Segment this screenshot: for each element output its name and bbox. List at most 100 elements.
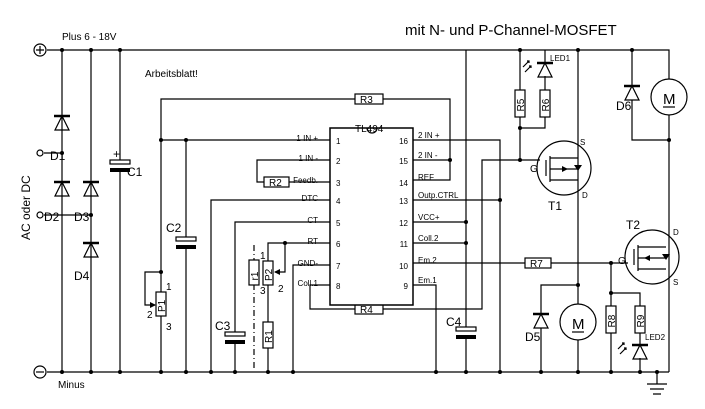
capacitor-c4-plate-neg [456, 335, 476, 339]
junction-dot [159, 370, 163, 374]
ic-pin-number-left: 6 [336, 240, 341, 249]
junction-dot [118, 48, 122, 52]
ic-pin-number-left: 3 [336, 179, 341, 188]
motor-bottom [559, 303, 597, 341]
ic-pin-number-right: 10 [399, 262, 408, 271]
capacitor-c2-plate [175, 236, 197, 242]
capacitor-c2-plate-neg [176, 245, 196, 249]
wire-ct [234, 221, 330, 372]
ic-pin-label-right: REF [418, 173, 434, 182]
capacitor-c3-plate [224, 331, 246, 337]
junction-dot [266, 370, 270, 374]
wire-t2-gate [610, 263, 641, 372]
junction-dot [159, 270, 163, 274]
resistor-r3 [354, 93, 384, 105]
resistor-r3-label: R3 [360, 95, 373, 106]
diode-d2 [54, 180, 70, 197]
ic-pin-label-left: DTC [302, 194, 319, 203]
ic-pin-label-left: CT [307, 216, 318, 225]
wire-gnd [292, 264, 330, 372]
capacitor-c4-plate [455, 326, 477, 332]
junction-dot [448, 158, 452, 162]
p1-pin-1: 1 [166, 282, 172, 293]
junction-dot [464, 370, 468, 374]
wire-1in-plus [144, 139, 330, 372]
diode-d5-label: D5 [525, 330, 541, 344]
ic-pin-number-right: 15 [399, 157, 408, 166]
input-label: AC oder DC [19, 175, 33, 240]
ac-input-terminal-2[interactable] [36, 211, 44, 219]
junction-dot [434, 370, 438, 374]
resistor-r4-label: R4 [360, 305, 373, 316]
ic-pin-label-right: Em.2 [418, 256, 437, 265]
diode-d6-label: D6 [616, 99, 632, 113]
wire-t1-motor [540, 50, 579, 372]
diode-d2-label: D2 [44, 210, 60, 224]
resistor-r9-label: R9 [636, 314, 647, 327]
ac-input-terminal-1[interactable] [36, 149, 44, 157]
resistor-r7-label: R7 [530, 259, 543, 270]
led2 [632, 343, 648, 360]
ic-pin-label-left: 1 IN - [298, 154, 318, 163]
junction-dot [89, 213, 93, 217]
ic-pin-number-left: 2 [336, 157, 341, 166]
ic-pin-label-left: Feedb. [293, 176, 318, 185]
diode-triangle [533, 312, 549, 329]
capacitor-c2-label: C2 [166, 221, 182, 235]
p1-pin-2: 2 [147, 310, 153, 321]
p1-pin-3: 3 [166, 322, 172, 333]
junction-dot [60, 48, 64, 52]
ic-pin-label-left: 1 IN + [296, 134, 318, 143]
junction-dot [118, 370, 122, 374]
ic-pin-number-right: 12 [399, 219, 408, 228]
wire-dtc [210, 199, 330, 372]
diode-d6 [624, 84, 640, 101]
ic-pin-label-right: VCC+ [418, 213, 440, 222]
wire-coll1 [309, 159, 540, 310]
mosfet-t2-gate-label: G [618, 256, 626, 267]
resistor-r5-label: R5 [516, 98, 527, 111]
plus-label: Plus 6 - 18V [62, 32, 117, 43]
ic-pin-number-left: 1 [336, 137, 341, 146]
minus-label: Minus [58, 380, 85, 391]
resistor-r7 [524, 257, 552, 269]
led-light-icon [522, 60, 532, 73]
junction-dot [209, 370, 213, 374]
diode-triangle [537, 61, 553, 78]
diode-triangle [54, 114, 70, 131]
diode-d3-label: D3 [74, 210, 90, 224]
wire-rt [267, 242, 330, 372]
diode-d1-label: D1 [50, 149, 66, 163]
mosfet-t2 [624, 229, 680, 285]
capacitor-c3-plate-neg [225, 340, 245, 344]
ic-pin-number-right: 11 [400, 240, 409, 249]
ic-notch [366, 127, 378, 134]
diode-triangle [632, 343, 648, 360]
c1-plus-sign: + [113, 147, 120, 161]
wire-rectifier [44, 50, 121, 372]
wire-t1-gate [519, 50, 546, 160]
junction-dot [498, 198, 502, 202]
motor-top [650, 78, 688, 116]
mosfet-t2-source-label: S [673, 278, 678, 287]
p1-wiper-arrow [150, 302, 156, 308]
junction-dot [464, 241, 468, 245]
resistor-r1-switch [248, 259, 260, 286]
wire-d6-motor [631, 50, 670, 372]
led1 [537, 61, 553, 78]
ic-name: TL494 [355, 124, 384, 135]
junction-dot [518, 126, 522, 130]
resistor-r5 [514, 89, 526, 118]
mosfet-t1-label: T1 [548, 199, 562, 213]
junction-dot [233, 370, 237, 374]
junction-dot [89, 48, 93, 52]
resistor-r1-label: R1 [264, 330, 275, 343]
capacitor-c1-label: C1 [127, 165, 143, 179]
ic-pin-label-left: Coll.1 [298, 279, 319, 288]
diode-triangle [83, 241, 99, 258]
junction-dot [291, 370, 295, 374]
ic-pin-number-right: 14 [399, 179, 408, 188]
ic-pin-label-left: GND- [298, 259, 319, 268]
